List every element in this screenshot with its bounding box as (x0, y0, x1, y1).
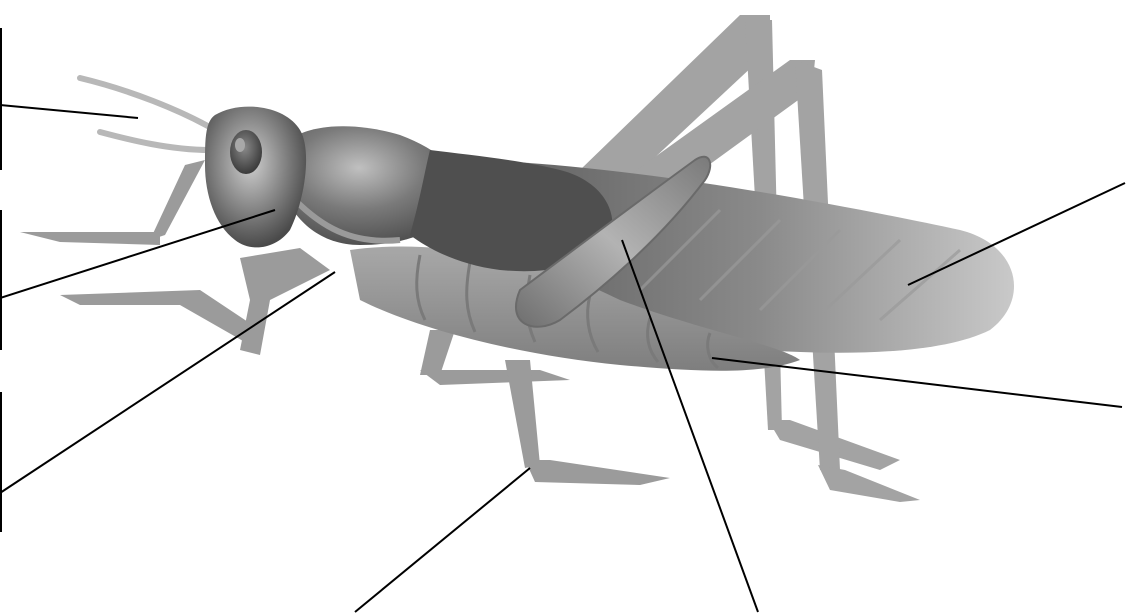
leader-line-thorax (0, 272, 335, 493)
leader-line-antenna (0, 105, 138, 118)
eye-highlight (235, 138, 245, 152)
leader-line-leg (355, 468, 530, 612)
leader-line-head (0, 210, 275, 298)
head (205, 107, 306, 248)
eye (230, 130, 262, 174)
